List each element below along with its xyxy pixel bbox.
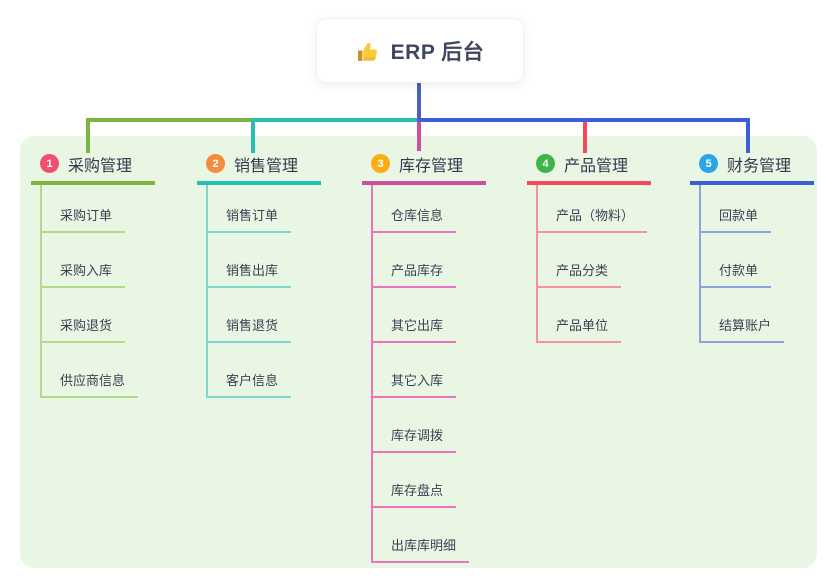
branch-title[interactable]: 1 采购管理: [31, 146, 155, 185]
branch-inventory-management: 3 库存管理 仓库信息 产品库存 其它出库 其它入库 库存调拨 库存盘点 出库库…: [362, 146, 486, 563]
branch-children-list: 产品（物料） 产品分类 产品单位: [536, 185, 648, 343]
child-node[interactable]: 销售订单: [208, 185, 292, 233]
branch-title-label: 财务管理: [727, 157, 792, 175]
branch-number-badge: 5: [699, 154, 718, 173]
child-node[interactable]: 其它出库: [373, 288, 457, 343]
child-node[interactable]: 回款单: [701, 185, 772, 233]
branch-finance-management: 5 财务管理 回款单 付款单 结算账户: [690, 146, 814, 343]
branch-title[interactable]: 2 销售管理: [197, 146, 321, 185]
branch-children-list: 仓库信息 产品库存 其它出库 其它入库 库存调拨 库存盘点 出库库明细: [371, 185, 470, 563]
child-node[interactable]: 库存调拨: [373, 398, 457, 453]
branch-purchase-management: 1 采购管理 采购订单 采购入库 采购退货 供应商信息: [31, 146, 155, 398]
branch-number-badge: 2: [206, 154, 225, 173]
branch-title[interactable]: 3 库存管理: [362, 146, 486, 185]
root-node-label: ERP 后台: [390, 40, 485, 64]
branch-title-label: 产品管理: [564, 157, 629, 175]
branch-number-badge: 4: [536, 154, 555, 173]
child-node[interactable]: 产品（物料）: [538, 185, 648, 233]
root-node[interactable]: ERP 后台: [316, 18, 524, 83]
branch-title-label: 销售管理: [234, 157, 299, 175]
child-node[interactable]: 采购入库: [42, 233, 126, 288]
branch-title[interactable]: 4 产品管理: [527, 146, 651, 185]
branch-number-badge: 3: [371, 154, 390, 173]
child-node[interactable]: 产品分类: [538, 233, 622, 288]
child-node[interactable]: 采购订单: [42, 185, 126, 233]
child-node[interactable]: 库存盘点: [373, 453, 457, 508]
child-node[interactable]: 销售退货: [208, 288, 292, 343]
branch-children-list: 销售订单 销售出库 销售退货 客户信息: [206, 185, 292, 398]
branch-title[interactable]: 5 财务管理: [690, 146, 814, 185]
branch-number-badge: 1: [40, 154, 59, 173]
branch-title-label: 库存管理: [399, 157, 464, 175]
branch-product-management: 4 产品管理 产品（物料） 产品分类 产品单位: [527, 146, 651, 343]
child-node[interactable]: 产品单位: [538, 288, 622, 343]
child-node[interactable]: 客户信息: [208, 343, 292, 398]
branch-children-list: 回款单 付款单 结算账户: [699, 185, 785, 343]
branch-title-label: 采购管理: [68, 157, 133, 175]
child-node[interactable]: 销售出库: [208, 233, 292, 288]
child-node[interactable]: 仓库信息: [373, 185, 457, 233]
child-node[interactable]: 结算账户: [701, 288, 785, 343]
branches-panel-background: [20, 136, 817, 568]
branch-children-list: 采购订单 采购入库 采购退货 供应商信息: [40, 185, 139, 398]
child-node[interactable]: 付款单: [701, 233, 772, 288]
child-node[interactable]: 产品库存: [373, 233, 457, 288]
child-node[interactable]: 其它入库: [373, 343, 457, 398]
child-node[interactable]: 出库库明细: [373, 508, 470, 563]
thumbs-up-icon: [357, 42, 377, 61]
child-node[interactable]: 供应商信息: [42, 343, 139, 398]
branch-sales-management: 2 销售管理 销售订单 销售出库 销售退货 客户信息: [197, 146, 321, 398]
child-node[interactable]: 采购退货: [42, 288, 126, 343]
